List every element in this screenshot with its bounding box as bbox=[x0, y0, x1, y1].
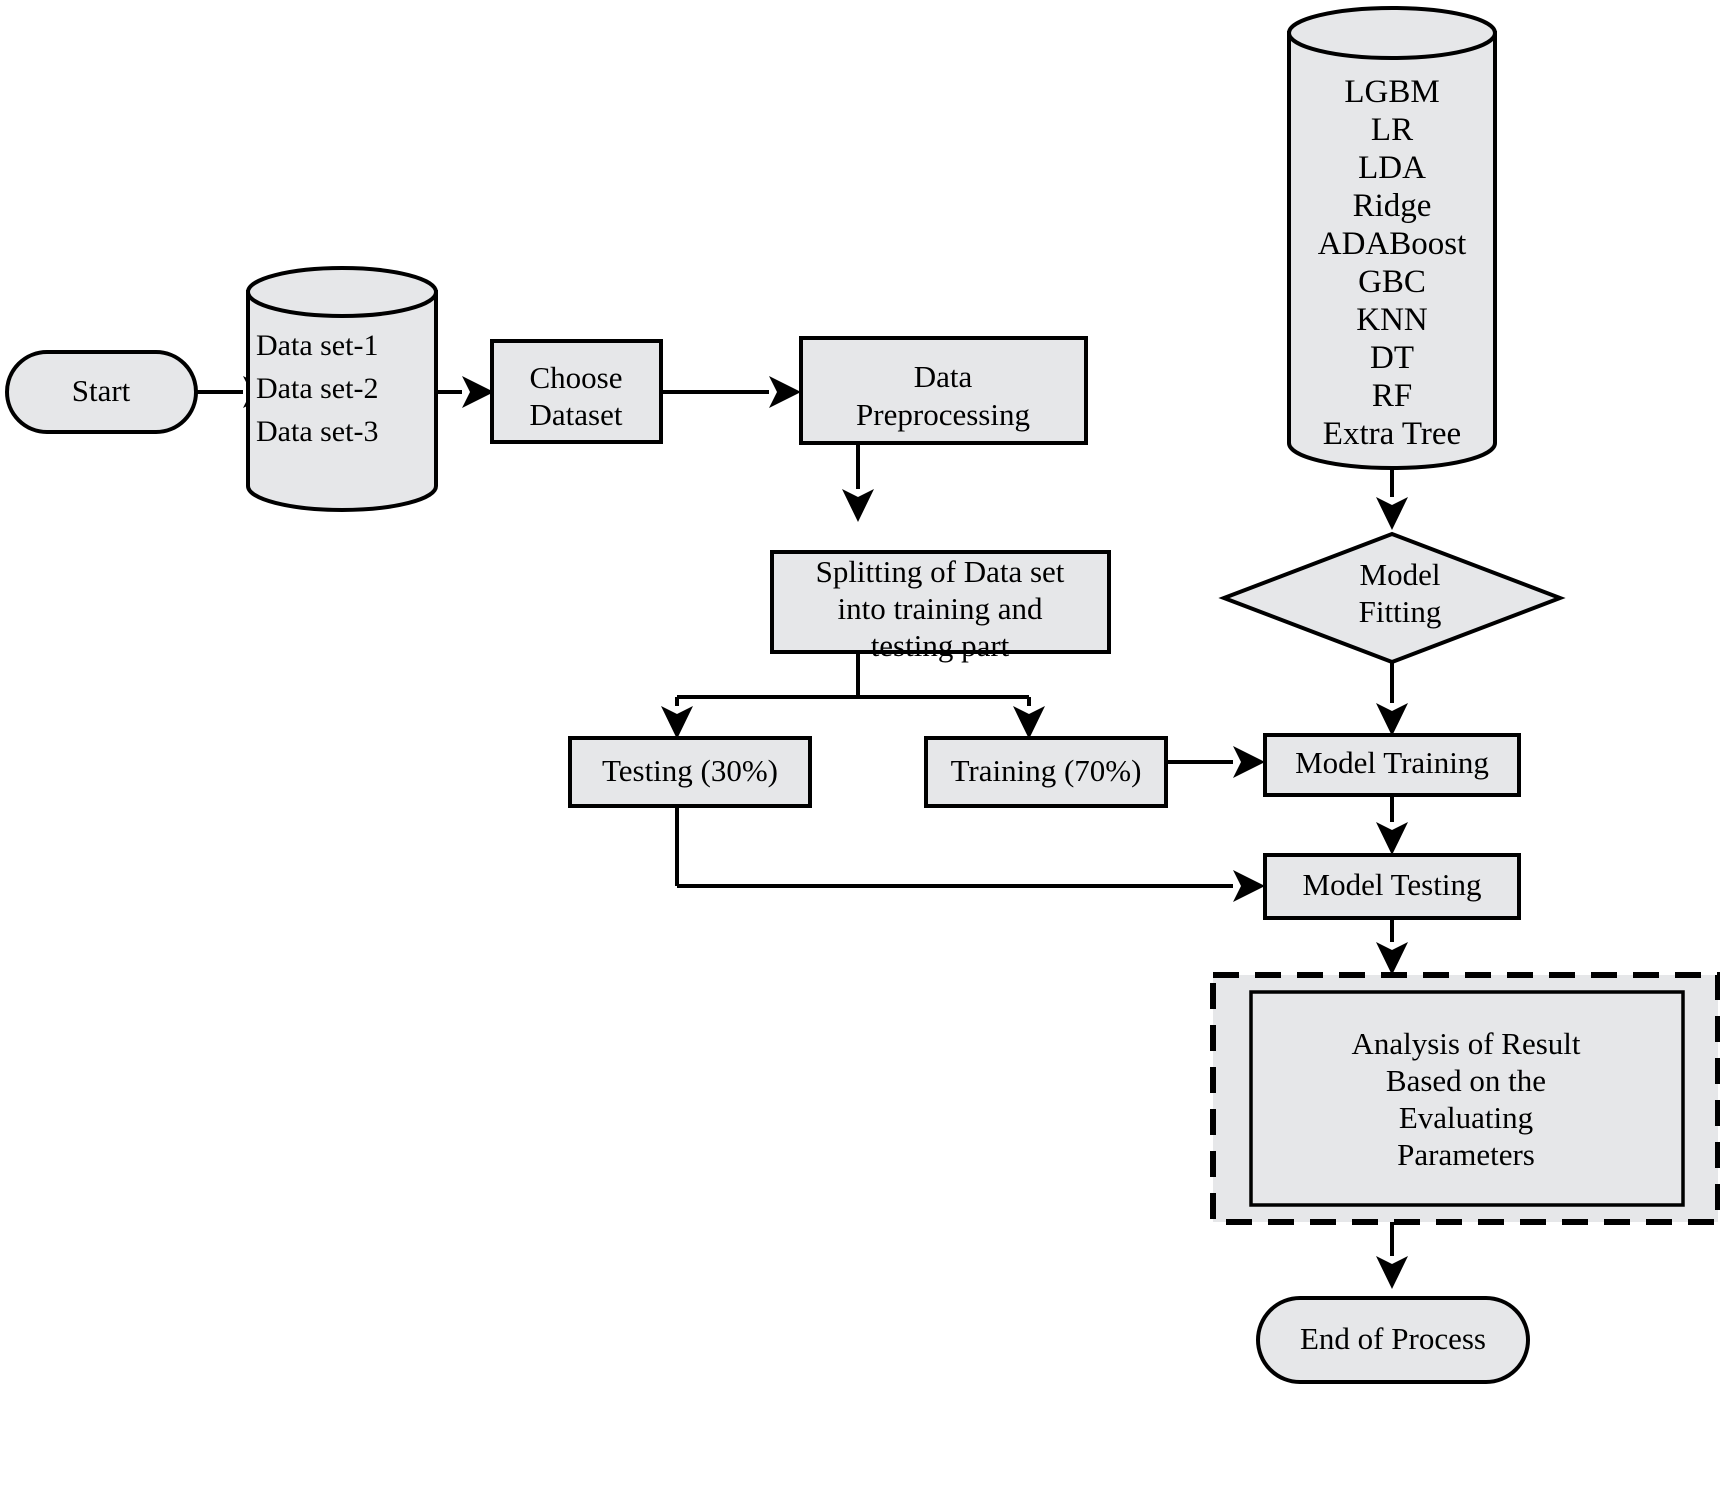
analysis-line-2: Based on the bbox=[1386, 1063, 1546, 1098]
model-item-extra-tree: Extra Tree bbox=[1323, 416, 1461, 452]
choose-dataset-line-1: Choose bbox=[530, 360, 623, 395]
edge-choose-to-preprocessing bbox=[661, 376, 801, 408]
node-model-training[interactable]: Model Training bbox=[1263, 733, 1521, 797]
model-item-adaboost: ADABoost bbox=[1318, 226, 1467, 262]
model-item-lr: LR bbox=[1371, 112, 1413, 148]
edge-model-training-to-model-testing bbox=[1376, 795, 1408, 855]
model-fitting-line-2: Fitting bbox=[1359, 594, 1442, 629]
connectors-layer bbox=[196, 376, 1408, 1289]
splitting-line-2: into training and bbox=[838, 591, 1043, 626]
splitting-line-1: Splitting of Data set bbox=[816, 554, 1065, 589]
node-choose-dataset[interactable]: Choose Dataset bbox=[490, 339, 663, 444]
edge-testing-to-model-testing bbox=[675, 806, 1265, 902]
node-analysis-group[interactable]: Analysis of Result Based on the Evaluati… bbox=[1210, 972, 1720, 1225]
node-end[interactable]: End of Process bbox=[1256, 1296, 1530, 1384]
model-item-gbc: GBC bbox=[1358, 264, 1426, 300]
model-item-lgbm: LGBM bbox=[1344, 74, 1439, 110]
model-testing-label: Model Testing bbox=[1303, 867, 1482, 902]
node-model-fitting[interactable]: Model Fitting bbox=[1218, 531, 1566, 665]
model-fitting-line-1: Model bbox=[1360, 557, 1441, 592]
edge-splitting-fork bbox=[661, 652, 1045, 739]
analysis-line-1: Analysis of Result bbox=[1351, 1026, 1580, 1061]
node-model-repository-cylinder[interactable]: LGBM LR LDA Ridge ADABoost GBC KNN DT RF… bbox=[1287, 6, 1497, 470]
choose-dataset-line-2: Dataset bbox=[530, 397, 623, 432]
data-preprocessing-line-2: Preprocessing bbox=[856, 397, 1030, 432]
node-training-split[interactable]: Training (70%) bbox=[924, 736, 1168, 808]
model-item-lda: LDA bbox=[1358, 150, 1426, 186]
edge-model-testing-to-analysis bbox=[1376, 918, 1408, 975]
edge-analysis-to-end bbox=[1376, 1222, 1408, 1289]
node-start[interactable]: Start bbox=[5, 350, 198, 434]
model-training-label: Model Training bbox=[1295, 745, 1489, 780]
data-preprocessing-line-1: Data bbox=[914, 359, 973, 394]
node-splitting[interactable]: Splitting of Data set into training and … bbox=[770, 550, 1111, 663]
model-item-knn: KNN bbox=[1356, 302, 1428, 338]
node-start-label: Start bbox=[72, 373, 131, 408]
model-item-ridge: Ridge bbox=[1353, 188, 1432, 224]
testing-split-label: Testing (30%) bbox=[602, 753, 778, 788]
analysis-line-3: Evaluating bbox=[1399, 1100, 1533, 1135]
model-item-rf: RF bbox=[1372, 378, 1412, 414]
dataset-line-2: Data set-2 bbox=[256, 372, 378, 405]
node-data-preprocessing[interactable]: Data Preprocessing bbox=[799, 336, 1088, 445]
dataset-line-3: Data set-3 bbox=[256, 415, 378, 448]
analysis-line-4: Parameters bbox=[1397, 1137, 1535, 1172]
edge-fitting-to-model-training bbox=[1376, 662, 1408, 736]
edge-training-to-model-training bbox=[1165, 746, 1265, 778]
dataset-line-1: Data set-1 bbox=[256, 329, 378, 362]
model-item-dt: DT bbox=[1370, 340, 1414, 376]
edge-datasets-to-choose bbox=[436, 376, 494, 408]
training-split-label: Training (70%) bbox=[951, 753, 1142, 788]
splitting-line-3: testing part bbox=[871, 628, 1010, 663]
node-model-testing[interactable]: Model Testing bbox=[1263, 853, 1521, 920]
node-datasets-cylinder[interactable]: Data set-1 Data set-2 Data set-3 bbox=[246, 266, 438, 512]
edge-preprocessing-to-splitting bbox=[842, 443, 874, 522]
node-end-label: End of Process bbox=[1300, 1321, 1486, 1356]
node-testing-split[interactable]: Testing (30%) bbox=[568, 736, 812, 808]
